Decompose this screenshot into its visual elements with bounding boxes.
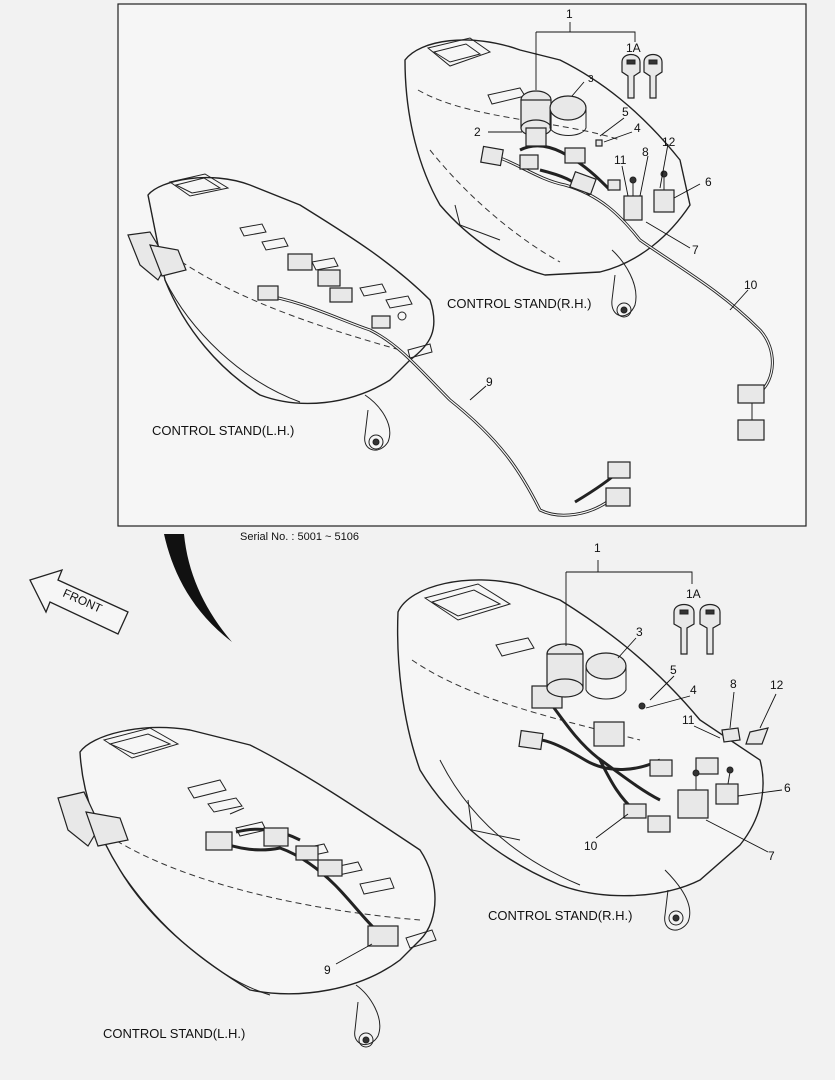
top-callout-3: 3: [588, 74, 594, 85]
bottom-callout-5: 5: [670, 663, 677, 677]
top-callout-11: 11: [614, 153, 627, 167]
top-hour-meter: [549, 95, 587, 136]
bottom-callout-6: 6: [784, 781, 791, 795]
bottom-callout-11: 11: [682, 713, 695, 727]
top-callout-1: 1: [566, 7, 573, 21]
bottom-callout-3: 3: [636, 625, 643, 639]
bottom-callout-1a: 1A: [686, 587, 701, 601]
front-direction-arrow: FRONT: [29, 568, 129, 635]
bottom-callout-9: 9: [324, 963, 331, 977]
top-callout-12: 12: [662, 135, 676, 149]
top-callout-4: 4: [634, 121, 641, 135]
top-leader-lines: [469, 22, 749, 401]
bottom-lh-caption: CONTROL STAND(L.H.): [103, 1026, 245, 1041]
bottom-keys: [673, 603, 721, 655]
top-callouts: 1 1A 2 3 4 5 6 7 8 9 10 11 12: [474, 7, 758, 389]
top-lh-wiring: [257, 253, 631, 517]
top-callout-7: 7: [692, 243, 699, 257]
top-callout-9: 9: [486, 375, 493, 389]
bottom-callout-10: 10: [584, 839, 598, 853]
bottom-leader-lines: [335, 560, 783, 965]
bottom-key-switch: [546, 643, 584, 698]
top-callout-2: 2: [474, 125, 481, 139]
bottom-callout-7: 7: [768, 849, 775, 863]
bottom-lh-control-stand: [57, 726, 437, 1048]
bottom-callout-4: 4: [690, 683, 697, 697]
top-callout-8: 8: [642, 145, 649, 159]
bottom-callout-12: 12: [770, 678, 784, 692]
serial-number: Serial No. : 5001 ~ 5106: [240, 531, 359, 543]
top-rh-wiring: [480, 144, 774, 441]
bottom-callout-8: 8: [730, 677, 737, 691]
transition-sweep: [164, 534, 232, 642]
bottom-hour-meter: [585, 652, 646, 710]
bottom-callout-1: 1: [594, 541, 601, 555]
bottom-rh-caption: CONTROL STAND(R.H.): [488, 908, 632, 923]
bottom-lh-wiring: [205, 807, 399, 947]
top-callout-10: 10: [744, 278, 758, 292]
top-key-switch: [520, 90, 552, 147]
top-keys: [621, 53, 663, 99]
top-callout-5: 5: [622, 105, 629, 119]
top-lh-control-stand: [127, 173, 435, 451]
top-rh-caption: CONTROL STAND(R.H.): [447, 296, 591, 311]
top-callout-1a: 1A: [626, 41, 641, 55]
bottom-callouts: 1 1A 3 4 5 6 7 8 9 10 11 12: [324, 541, 791, 977]
top-lh-caption: CONTROL STAND(L.H.): [152, 423, 294, 438]
top-callout-6: 6: [705, 175, 712, 189]
